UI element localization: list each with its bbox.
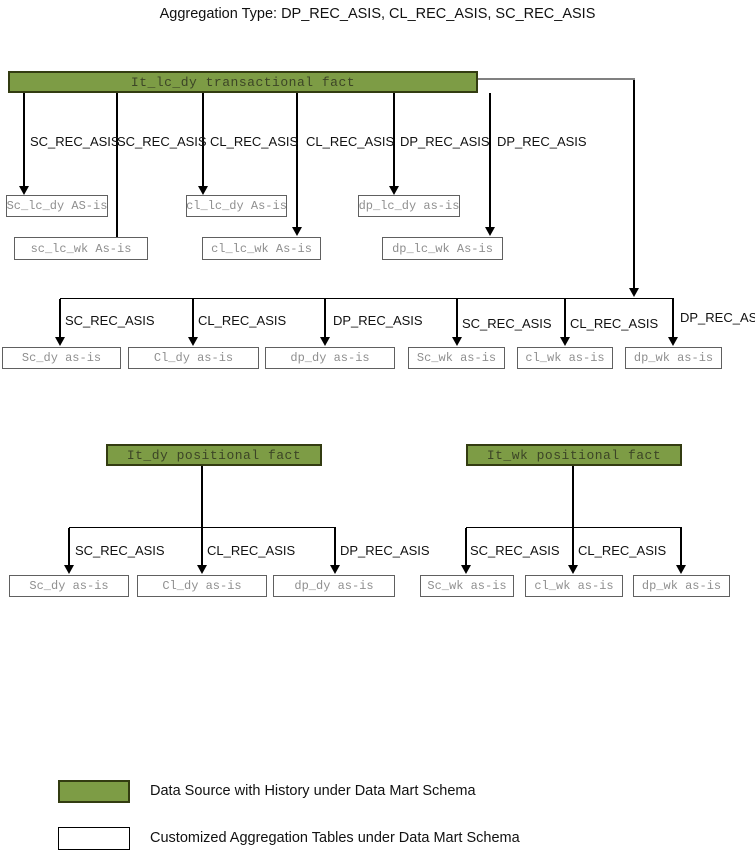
connector-line bbox=[478, 78, 635, 80]
flow-line bbox=[202, 93, 204, 186]
branch-line bbox=[466, 527, 682, 528]
edge-label: SC_REC_ASIS bbox=[470, 543, 560, 558]
arrowhead-down-icon bbox=[320, 337, 330, 346]
flow-line bbox=[68, 528, 70, 565]
flow-line bbox=[23, 93, 25, 186]
agg-table-box: Sc_wk as-is bbox=[420, 575, 514, 597]
edge-label: CL_REC_ASIS bbox=[207, 543, 296, 558]
arrowhead-down-icon bbox=[568, 565, 578, 574]
arrowhead-down-icon bbox=[668, 337, 678, 346]
branch-line bbox=[60, 298, 674, 299]
flow-line bbox=[393, 93, 395, 186]
flow-line bbox=[465, 528, 467, 565]
arrowhead-down-icon bbox=[55, 337, 65, 346]
diagram-title: Aggregation Type: DP_REC_ASIS, CL_REC_AS… bbox=[159, 6, 596, 22]
agg-table-box: sc_lc_wk As-is bbox=[14, 237, 148, 260]
legend-swatch-green bbox=[58, 780, 130, 803]
agg-table-box: cl_wk as-is bbox=[525, 575, 623, 597]
flow-line bbox=[564, 299, 566, 337]
agg-table-box: dp_wk as-is bbox=[625, 347, 722, 369]
flow-line bbox=[59, 299, 61, 337]
legend-label-white: Customized Aggregation Tables under Data… bbox=[150, 830, 520, 846]
flow-line bbox=[334, 528, 336, 565]
edge-label: CL_REC_ASIS bbox=[306, 134, 395, 149]
arrowhead-down-icon bbox=[64, 565, 74, 574]
edge-label: CL_REC_ASIS bbox=[210, 134, 299, 149]
flow-line bbox=[680, 528, 682, 565]
flow-line bbox=[192, 299, 194, 337]
legend-swatch-white bbox=[58, 827, 130, 850]
agg-table-box: cl_lc_wk As-is bbox=[202, 237, 321, 260]
agg-table-box: Sc_dy as-is bbox=[9, 575, 129, 597]
arrowhead-down-icon bbox=[19, 186, 29, 195]
arrowhead-down-icon bbox=[485, 227, 495, 236]
branch-line bbox=[69, 527, 336, 528]
edge-label: DP_REC_ASIS bbox=[497, 134, 587, 149]
edge-label: SC_REC_ASIS bbox=[117, 134, 207, 149]
arrowhead-down-icon bbox=[560, 337, 570, 346]
fact-box-it-lc-dy: It_lc_dy transactional fact bbox=[8, 71, 478, 93]
arrowhead-down-icon bbox=[292, 227, 302, 236]
flow-line bbox=[324, 299, 326, 337]
agg-table-box: dp_wk as-is bbox=[633, 575, 730, 597]
agg-table-box: dp_lc_wk As-is bbox=[382, 237, 503, 260]
edge-label: SC_REC_ASIS bbox=[462, 316, 552, 331]
flow-line bbox=[296, 93, 298, 227]
flow-line bbox=[116, 93, 118, 237]
agg-table-box: Sc_wk as-is bbox=[408, 347, 505, 369]
arrowhead-down-icon bbox=[461, 565, 471, 574]
agg-table-box: dp_dy as-is bbox=[273, 575, 395, 597]
agg-table-box: Cl_dy as-is bbox=[128, 347, 259, 369]
edge-label: SC_REC_ASIS bbox=[65, 313, 155, 328]
agg-table-box: Cl_dy as-is bbox=[137, 575, 267, 597]
arrowhead-down-icon bbox=[629, 288, 639, 297]
flow-line bbox=[489, 93, 491, 227]
flow-line bbox=[572, 528, 574, 565]
flow-line bbox=[201, 528, 203, 565]
flow-line bbox=[201, 466, 203, 527]
edge-label: DP_REC_ASIS bbox=[333, 313, 423, 328]
agg-table-box: cl_lc_dy As-is bbox=[186, 195, 287, 217]
edge-label: SC_REC_ASIS bbox=[30, 134, 120, 149]
edge-label: SC_REC_ASIS bbox=[75, 543, 165, 558]
edge-label: DP_REC_ASIS bbox=[400, 134, 490, 149]
agg-table-box: cl_wk as-is bbox=[517, 347, 613, 369]
arrowhead-down-icon bbox=[330, 565, 340, 574]
agg-table-box: dp_dy as-is bbox=[265, 347, 395, 369]
edge-label: CL_REC_ASIS bbox=[578, 543, 667, 558]
fact-box-it-dy: It_dy positional fact bbox=[106, 444, 322, 466]
arrowhead-down-icon bbox=[389, 186, 399, 195]
edge-label: DP_REC_ASIS bbox=[680, 310, 755, 325]
edge-label: CL_REC_ASIS bbox=[570, 316, 659, 331]
arrowhead-down-icon bbox=[188, 337, 198, 346]
flow-line bbox=[672, 299, 674, 337]
arrowhead-down-icon bbox=[197, 565, 207, 574]
agg-table-box: Sc_dy as-is bbox=[2, 347, 121, 369]
fact-box-it-wk: It_wk positional fact bbox=[466, 444, 682, 466]
legend-label-green: Data Source with History under Data Mart… bbox=[150, 783, 476, 799]
arrowhead-down-icon bbox=[198, 186, 208, 195]
flow-line bbox=[633, 80, 635, 288]
arrowhead-down-icon bbox=[676, 565, 686, 574]
agg-table-box: dp_lc_dy as-is bbox=[358, 195, 460, 217]
flow-line bbox=[572, 466, 574, 527]
edge-label: CL_REC_ASIS bbox=[198, 313, 287, 328]
flow-line bbox=[456, 299, 458, 337]
agg-table-box: Sc_lc_dy AS-is bbox=[6, 195, 108, 217]
edge-label: DP_REC_ASIS bbox=[340, 543, 430, 558]
arrowhead-down-icon bbox=[452, 337, 462, 346]
